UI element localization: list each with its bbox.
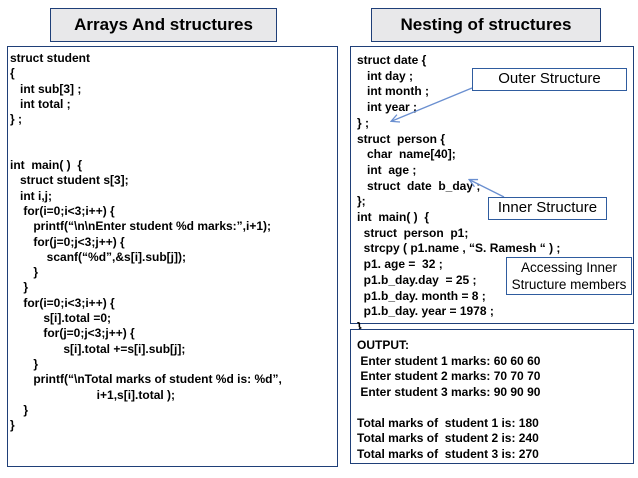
code-line: struct person { — [357, 131, 446, 146]
code-line — [10, 143, 282, 158]
output-line: Enter student 1 marks: 60 60 60 — [357, 353, 541, 368]
arrays-structures-code-panel: struct student{ int sub[3] ; int total ;… — [7, 46, 338, 467]
code-line: } — [10, 280, 29, 295]
code-line: p1. age = 32 ; — [357, 257, 443, 272]
title-right-text: Nesting of structures — [400, 15, 572, 34]
outer-structure-callout: Outer Structure — [472, 68, 627, 91]
code-line: } — [10, 402, 29, 417]
code-line: scanf(“%d”,&s[i].sub[j]); — [10, 249, 187, 264]
title-arrays-and-structures: Arrays And structures — [50, 8, 277, 42]
code-line: printf(“\n\nEnter student %d marks:”,i+1… — [10, 219, 272, 234]
code-line: }; — [357, 194, 366, 209]
code-line: for(j=0;j<3;j++) { — [10, 326, 135, 341]
code-line: for(i=0;i<3;i++) { — [10, 203, 115, 218]
output-line — [357, 400, 540, 416]
code-line: s[i].total +=s[i].sub[j]; — [10, 341, 186, 356]
code-line: struct date { — [357, 53, 427, 67]
output-line: Enter student 3 marks: 90 90 90 — [357, 384, 541, 399]
code-line: i+1,s[i].total ); — [10, 387, 176, 402]
code-line: struct date b_day ; — [357, 178, 481, 193]
accessing-label-line2: Structure members — [511, 277, 627, 292]
code-line: } — [357, 319, 362, 334]
code-line — [10, 127, 282, 142]
output-panel: OUTPUT: Enter student 1 marks: 60 60 60 … — [350, 329, 634, 464]
code-line: p1.b_day. month = 8 ; — [357, 288, 486, 303]
inner-structure-callout: Inner Structure — [488, 197, 607, 220]
output-line: Enter student 2 marks: 70 70 70 — [357, 369, 541, 383]
code-line: for(i=0;i<3;i++) { — [10, 295, 115, 310]
code-line: } — [10, 418, 15, 433]
code-line: int main( ) { — [357, 210, 429, 225]
accessing-label-line1: Accessing Inner — [520, 260, 618, 275]
code-line: p1.b_day. year = 1978 ; — [357, 304, 494, 319]
code-line: { — [10, 66, 15, 81]
code-line: struct student s[3]; — [10, 173, 129, 188]
output-line: OUTPUT: — [357, 338, 409, 352]
code-line: s[i].total =0; — [10, 311, 112, 326]
code-line: int i,j; — [10, 188, 52, 203]
accessing-inner-members-callout: Accessing Inner Structure members — [506, 257, 632, 295]
output-line: Total marks of student 1 is: 180 — [357, 415, 539, 430]
title-nesting-of-structures: Nesting of structures — [371, 8, 601, 42]
code-line: } — [10, 356, 39, 371]
code-line: struct student — [10, 51, 91, 65]
nesting-code-panel: struct date { int day ; int month ; int … — [350, 46, 634, 334]
code-line: strcpy ( p1.name , “S. Ramesh “ ) ; — [357, 241, 561, 256]
code-line: } — [10, 265, 39, 280]
title-left-text: Arrays And structures — [74, 15, 253, 34]
code-line: } ; — [10, 112, 22, 127]
output-line: Total marks of student 2 is: 240 — [357, 431, 539, 445]
code-line: } ; — [357, 115, 369, 130]
code-line: struct person p1; — [357, 225, 469, 240]
arrays-structures-code: struct student{ int sub[3] ; int total ;… — [10, 51, 282, 433]
code-line: printf(“\nTotal marks of student %d is: … — [10, 372, 282, 387]
code-line: int year ; — [357, 100, 418, 115]
code-line: int day ; — [357, 68, 414, 83]
outer-structure-label: Outer Structure — [498, 70, 601, 87]
code-line: int age ; — [357, 162, 417, 177]
code-line: int sub[3] ; — [10, 81, 82, 96]
code-line: char name[40]; — [357, 147, 456, 162]
code-line: int total ; — [10, 96, 71, 111]
code-line: int main( ) { — [10, 158, 82, 173]
code-line: p1.b_day.day = 25 ; — [357, 272, 477, 287]
output-text: OUTPUT: Enter student 1 marks: 60 60 60 … — [357, 338, 540, 462]
inner-structure-label: Inner Structure — [497, 199, 598, 216]
code-line: for(j=0;j<3;j++) { — [10, 234, 125, 249]
output-line: Total marks of student 3 is: 270 — [357, 446, 539, 461]
